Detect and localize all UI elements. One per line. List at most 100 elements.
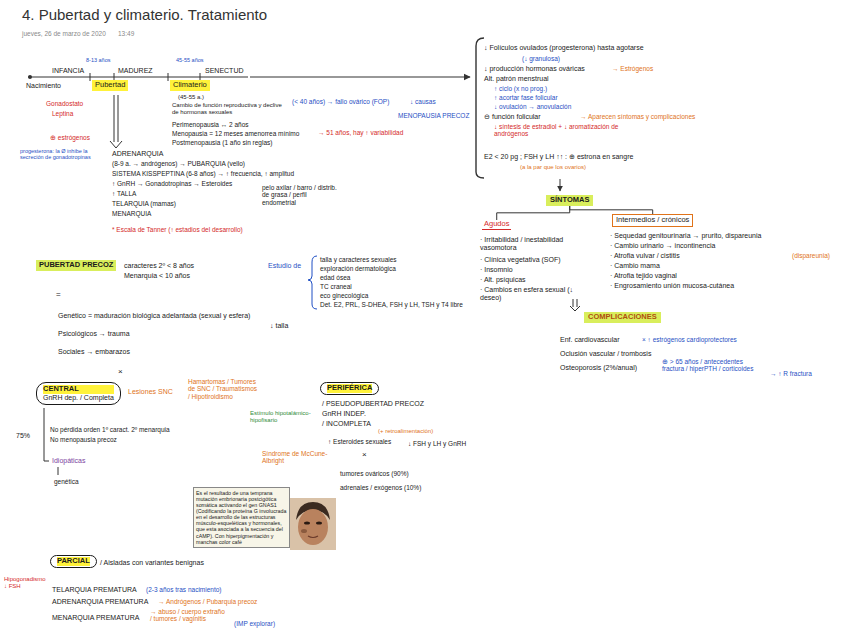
- note-text: → 51 años, hay ↑ variabilidad: [318, 129, 403, 136]
- note-text: Alt. patrón menstrual: [484, 75, 549, 83]
- note-text: 75%: [16, 432, 30, 440]
- double-arrow-line: [573, 299, 574, 307]
- node-heading: Agudos: [484, 220, 509, 229]
- note-text: =: [56, 290, 61, 299]
- note-text: Det. E2, PRL, S-DHEA, FSH y LH, TSH y T4…: [320, 301, 463, 308]
- note-text: (↓ granulosa): [522, 55, 560, 62]
- note-text: talla y caracteres sexuales: [320, 256, 397, 263]
- note-text: SENECTUD: [205, 67, 244, 75]
- note-text: · Clínica vegetativa (SOF): [480, 256, 561, 264]
- note-text: → Andrógenos / Pubarquia precoz: [158, 598, 257, 605]
- note-text: No menopausia precoz: [50, 436, 117, 443]
- note-text: Enf. cardiovascular: [560, 336, 620, 344]
- outlined-heading: Intermedios / crónicos: [612, 214, 693, 227]
- note-text: genética: [54, 478, 79, 485]
- note-text: → Aparecen síntomas y complicaciones: [580, 113, 695, 120]
- note-text: ADRENARQUIA PREMATURA: [52, 598, 148, 606]
- note-text: · Engrosamiento unión mucosa-cutánea: [610, 282, 734, 290]
- note-text: Genético = maduración biológica adelanta…: [58, 312, 250, 320]
- note-text: Hamartomas / Tumores de SNC / Traumatism…: [188, 378, 260, 400]
- note-text: tumores ováricos (90%): [340, 470, 409, 477]
- note-text: No pérdida orden 1º caract. 2º menarquia: [50, 426, 170, 433]
- circled-box: PERIFÉRICA: [320, 382, 379, 395]
- note-text: edad ósea: [320, 274, 350, 281]
- note-text: TC craneal: [320, 283, 352, 290]
- long-arrow: [250, 76, 470, 77]
- mouth: [308, 536, 318, 538]
- node-text: GnRH dep. / Completa: [43, 394, 114, 402]
- note-text: MENARQUIA PREMATURA: [52, 614, 139, 622]
- note-text: / PSEUDOPUBERTAD PRECOZ: [322, 400, 424, 408]
- note-text: Postmenopausia (1 año sin reglas): [172, 139, 272, 146]
- note-text: ↑ ciclo (x no prog.): [494, 85, 547, 92]
- note-text: · Cambio urinario → incontinencia: [610, 242, 715, 250]
- note-text: * Escala de Tanner (↑ estadios del desar…: [112, 226, 243, 233]
- highlight-box: COMPLICACIONES: [584, 312, 661, 323]
- underlined-heading: Agudos: [482, 220, 511, 230]
- note-text: pelo axilar / barro / distrib. de grasa …: [262, 184, 342, 206]
- note-text: ↓ síntesis de estradiol + ↓ aromatizació…: [494, 123, 624, 138]
- note-text: · Alt. psíquicas: [480, 276, 526, 284]
- note-text: / INCOMPLETA: [322, 420, 371, 428]
- note-text: · Cambio mama: [610, 262, 660, 270]
- double-arrow-line: [114, 95, 115, 142]
- note-text: · Irritabilidad / inestabilidad vasomoto…: [480, 236, 585, 252]
- note-text: ×: [362, 450, 367, 459]
- note-text: ↑ TALLA: [112, 190, 136, 197]
- note-text: Perimenopausia ↔ 2 años: [172, 121, 249, 128]
- arrow: [58, 467, 59, 475]
- node-heading: Intermedios / crónicos: [616, 216, 689, 225]
- note-text: / Aisladas con variantes benignas: [100, 559, 204, 567]
- timeline: [28, 77, 248, 78]
- timeline-tick: [90, 73, 91, 81]
- note-text: Psicológicos → trauma: [58, 330, 130, 338]
- connector-line: [497, 206, 570, 220]
- brace: [308, 256, 317, 309]
- note-text: ↓ FSH y LH y GnRH: [408, 440, 466, 447]
- note-text: TELARQUIA PREMATURA: [52, 586, 137, 594]
- note-text: Síndrome de McCune-Albright: [262, 450, 334, 465]
- note-text: caracteres 2º < 8 años: [124, 262, 194, 270]
- note-text: exploración dermatológica: [320, 265, 396, 272]
- note-text: Lesiones SNC: [128, 388, 173, 396]
- node-heading: CENTRAL: [43, 385, 114, 394]
- note-text: ⊖ función folicular: [484, 113, 541, 121]
- node-heading: Es el resultado de una temprana mutación…: [196, 490, 287, 545]
- note-text: · Cambios en esfera sexual (↓ deseo): [480, 286, 580, 302]
- note-text: Gonadostato: [46, 100, 83, 107]
- note-text: (IMP explorar): [234, 620, 275, 627]
- note-text: (2-3 años tras nacimiento): [146, 586, 222, 593]
- note-text: Oclusión vascular / trombosis: [560, 350, 651, 358]
- double-arrow-line: [577, 299, 578, 307]
- note-text: (8-9 a. → andrógenos) → PUBARQUIA (vello…: [112, 160, 245, 167]
- note-text: Cambio de función reproductiva y declive…: [172, 102, 284, 116]
- page-title: 4. Pubertad y climaterio. Tratamiento: [22, 6, 267, 23]
- note-text: ↑ GnRH → Gonadotropinas → Esteroides: [112, 180, 232, 187]
- note-text: Menarquia < 10 años: [124, 272, 190, 280]
- node-heading: COMPLICACIONES: [588, 313, 657, 322]
- circled-box: CENTRALGnRH dep. / Completa: [36, 382, 121, 405]
- circled-box: PARCIAL: [50, 555, 97, 568]
- bracket: [476, 38, 484, 178]
- note-text: → Estrógenos: [612, 65, 653, 72]
- photo-ground: [290, 498, 336, 550]
- note-text: Sociales → embarazos: [58, 348, 130, 356]
- patient-photo: [290, 498, 336, 550]
- double-arrow-head: [110, 141, 122, 148]
- note-text: ↓ causas: [410, 98, 436, 105]
- note-text: ↓ Folículos ovulados (progesterona) hast…: [484, 44, 644, 52]
- note-text: Estímulo hipotalámico-hipofisario: [250, 410, 312, 424]
- note-text: · Atrofia tejido vaginal: [610, 272, 677, 280]
- node-heading: SÍNTOMAS: [550, 196, 589, 205]
- note-text: → ↑ R fractura: [770, 370, 812, 377]
- note-text: → abuso / cuerpo extraño / tumores / vag…: [150, 608, 228, 623]
- note-text: (45-55 a.): [178, 94, 204, 101]
- note-text: 13:49: [118, 30, 134, 37]
- note-text: adrenales / exógenos (10%): [340, 484, 421, 491]
- note-text: (a la par que los ovarios): [520, 164, 586, 171]
- note-text: Estudio de: [268, 262, 301, 270]
- note-text: ↑ Esteroides sexuales: [328, 438, 391, 445]
- note-text: MADUREZ: [118, 67, 153, 75]
- note-text: INFANCIA: [52, 67, 84, 75]
